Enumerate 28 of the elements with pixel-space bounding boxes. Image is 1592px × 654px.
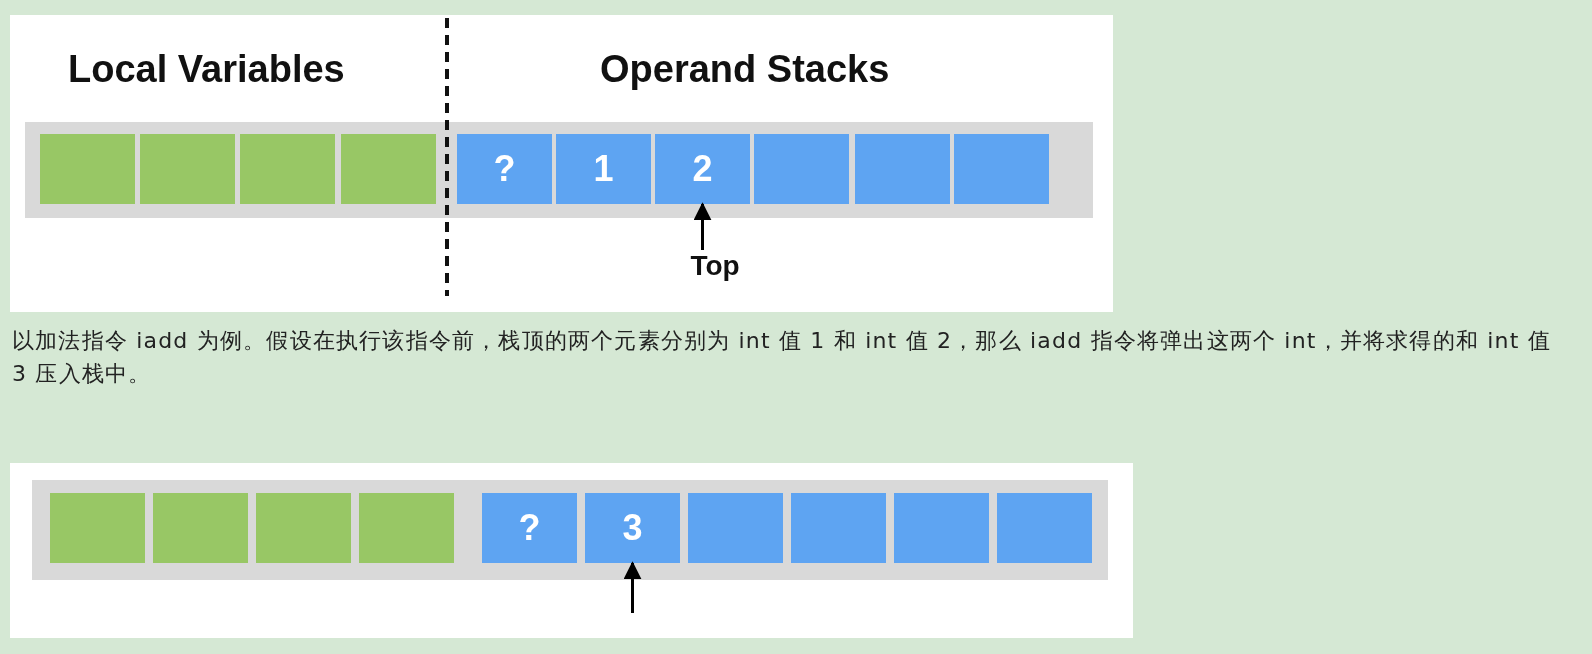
slot-cell <box>754 134 849 204</box>
slot-cell <box>341 134 436 204</box>
slot-cell <box>894 493 989 563</box>
slot-bar <box>32 480 1108 580</box>
arrow <box>623 561 642 613</box>
arrow <box>693 202 712 250</box>
slot-cell <box>50 493 145 563</box>
slot-bar <box>25 122 1093 218</box>
slot-cell <box>688 493 783 563</box>
slot-cell <box>997 493 1092 563</box>
slot-cell: ? <box>457 134 552 204</box>
slot-cell <box>855 134 950 204</box>
description-text: 以加法指令 iadd 为例。假设在执行该指令前，栈顶的两个元素分别为 int 值 1 和 int 值 2，那么 iadd 指令将弹出这两个 int，并将求得的和 int 值 3 压入栈中。 <box>12 327 1552 388</box>
slot-cell <box>791 493 886 563</box>
slot-cell: ? <box>482 493 577 563</box>
slot-cell: 1 <box>556 134 651 204</box>
slot-cell: 2 <box>655 134 750 204</box>
slot-cell <box>140 134 235 204</box>
slot-cell <box>240 134 335 204</box>
slot-cell <box>359 493 454 563</box>
slot-cell <box>954 134 1049 204</box>
slot-cell <box>40 134 135 204</box>
heading: Operand Stacks <box>600 48 890 91</box>
heading: Local Variables <box>68 48 345 91</box>
slot-cell <box>256 493 351 563</box>
slot-cell <box>153 493 248 563</box>
pointer-label: Top <box>672 250 758 288</box>
slot-cell: 3 <box>585 493 680 563</box>
